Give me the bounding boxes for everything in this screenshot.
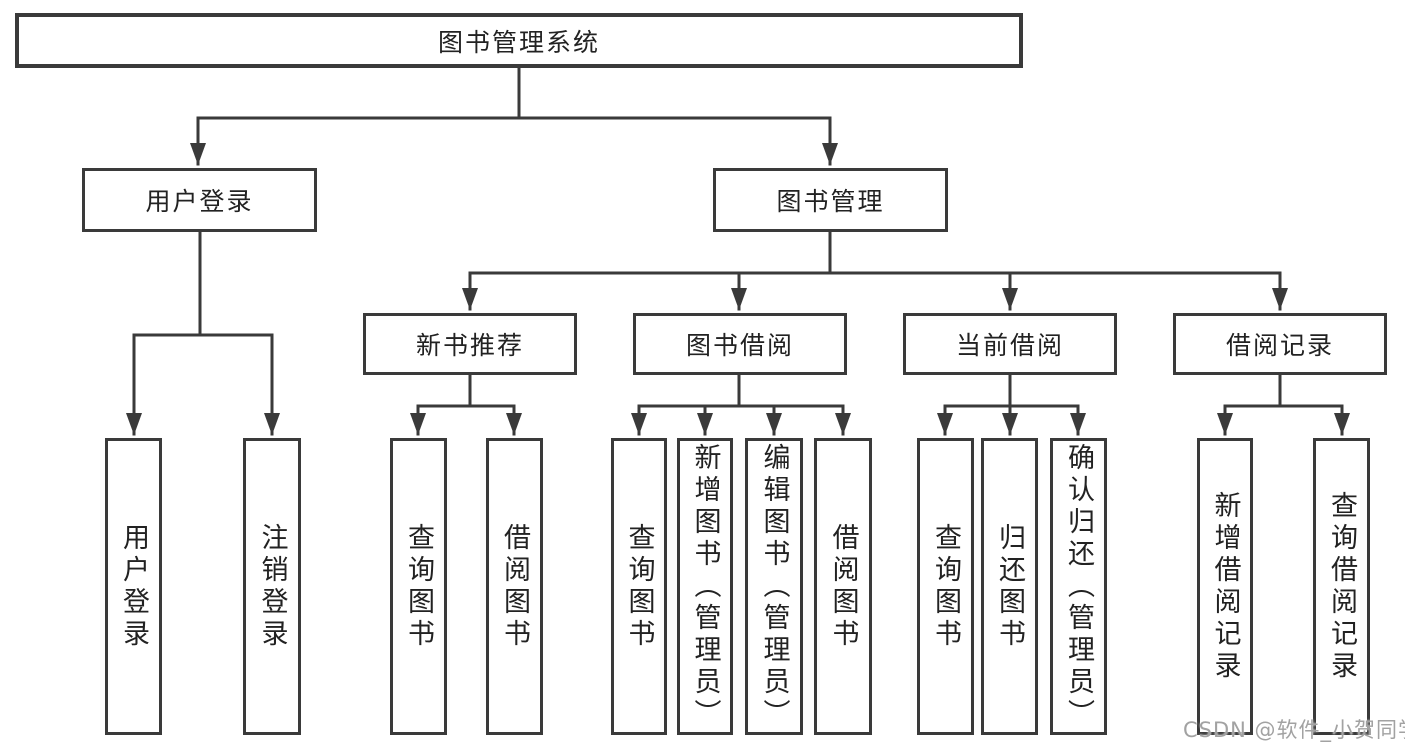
- leaf-query-borrow-record-label: 查询借阅记录: [1326, 490, 1357, 683]
- leaf-query-books-recommend-label: 查询图书: [403, 522, 434, 651]
- leaf-query-books-recommend: 查询图书: [390, 438, 447, 735]
- leaf-user-login: 用户登录: [105, 438, 162, 735]
- node-root-label: 图书管理系统: [437, 27, 600, 57]
- leaf-logout: 注销登录: [243, 438, 301, 735]
- node-borrow-records-label: 借阅记录: [1225, 331, 1334, 360]
- leaf-edit-book-admin-label: 编辑图书（管理员）: [758, 442, 790, 731]
- node-root-system: 图书管理系统: [15, 13, 1023, 68]
- leaf-query-borrow-record: 查询借阅记录: [1313, 438, 1370, 735]
- node-current-borrow-label: 当前借阅: [955, 331, 1064, 360]
- csdn-watermark: CSDN @软件_小贺同学: [1183, 718, 1405, 742]
- leaf-borrow-books-label: 借阅图书: [827, 522, 859, 651]
- leaf-borrow-books-recommend: 借阅图书: [486, 438, 543, 735]
- node-book-management-label: 图书管理: [776, 187, 885, 216]
- leaf-return-book: 归还图书: [981, 438, 1038, 735]
- leaf-query-books-borrow: 查询图书: [611, 438, 667, 735]
- node-new-book-recommend-label: 新书推荐: [415, 331, 524, 360]
- node-user-login-label: 用户登录: [145, 187, 254, 216]
- leaf-query-books-current-label: 查询图书: [930, 522, 961, 651]
- leaf-query-books-current: 查询图书: [917, 438, 974, 735]
- leaf-borrow-books: 借阅图书: [814, 438, 872, 735]
- leaf-confirm-return-admin: 确认归还（管理员）: [1050, 438, 1107, 735]
- node-new-book-recommend: 新书推荐: [363, 313, 577, 375]
- node-book-borrow: 图书借阅: [633, 313, 847, 375]
- leaf-add-book-admin: 新增图书（管理员）: [677, 438, 733, 735]
- node-book-borrow-label: 图书借阅: [685, 331, 794, 360]
- leaf-return-book-label: 归还图书: [994, 522, 1025, 651]
- leaf-query-books-borrow-label: 查询图书: [623, 522, 655, 651]
- node-user-login: 用户登录: [82, 168, 317, 232]
- node-current-borrow: 当前借阅: [903, 313, 1117, 375]
- leaf-logout-label: 注销登录: [256, 522, 288, 651]
- node-borrow-records: 借阅记录: [1173, 313, 1387, 375]
- leaf-edit-book-admin: 编辑图书（管理员）: [745, 438, 803, 735]
- leaf-add-borrow-record: 新增借阅记录: [1197, 438, 1253, 735]
- leaf-add-book-admin-label: 新增图书（管理员）: [689, 442, 721, 731]
- leaf-confirm-return-admin-label: 确认归还（管理员）: [1063, 442, 1094, 731]
- leaf-user-login-label: 用户登录: [118, 522, 149, 651]
- leaf-borrow-books-recommend-label: 借阅图书: [499, 522, 530, 651]
- leaf-add-borrow-record-label: 新增借阅记录: [1209, 490, 1241, 683]
- node-book-management: 图书管理: [713, 168, 948, 232]
